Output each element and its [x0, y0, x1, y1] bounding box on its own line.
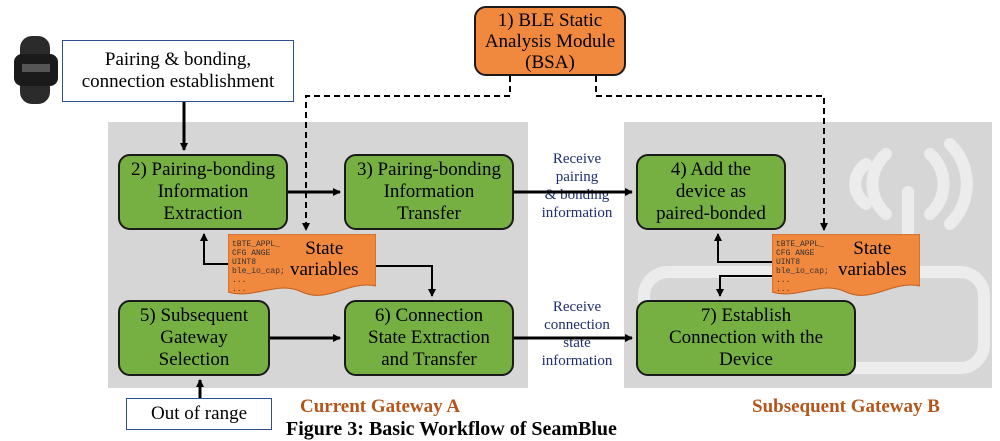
- current-gateway-label: Current Gateway A: [300, 396, 461, 417]
- state-doc-a-code: tBTE_APPL_ CFG ANGE UINT8 ble_io_cap; ..…: [232, 240, 285, 294]
- state-doc-b-shape: [772, 234, 920, 296]
- edge-label-connection: Receive connection state information: [541, 299, 613, 369]
- arrow-stateA-to-step6: [376, 265, 436, 297]
- step-pairing-info-transfer: 3) Pairing-bonding Information Transfer: [344, 154, 514, 230]
- arrow-stateB-to-step7: [716, 275, 772, 297]
- subsequent-gateway-label: Subsequent Gateway B: [752, 396, 940, 417]
- step-establish-connection: 7) Establish Connection with the Device: [636, 300, 856, 376]
- arrow-stateA-to-step2: [200, 233, 228, 265]
- step-subsequent-gateway-selection: 5) Subsequent Gateway Selection: [118, 300, 270, 376]
- state-doc-a-shape: [228, 234, 376, 296]
- arrow-bsa-to-stateA: [302, 76, 511, 231]
- state-doc-b-label: State variables: [838, 238, 907, 280]
- bsa-module-box: 1) BLE Static Analysis Module (BSA): [474, 6, 626, 76]
- step-pairing-info-extraction: 2) Pairing-bonding Information Extractio…: [118, 154, 288, 230]
- arrow-stateB-to-step4: [714, 233, 772, 263]
- arrow-bsa-to-stateB: [595, 76, 828, 231]
- out-of-range-note: Out of range: [126, 398, 272, 430]
- wristband-device-icon: [14, 36, 58, 104]
- step-connection-state-transfer: 6) Connection State Extraction and Trans…: [344, 300, 514, 376]
- device-note: Pairing & bonding, connection establishm…: [62, 40, 294, 102]
- step-add-paired-device: 4) Add the device as paired-bonded: [636, 154, 786, 230]
- edge-label-pairing: Receive pairing & bonding information: [541, 151, 613, 221]
- state-doc-a-label: State variables: [290, 238, 359, 280]
- state-doc-b-code: tBTE_APPL_ CFG ANGE UINT8 ble_io_cap; ..…: [776, 240, 829, 294]
